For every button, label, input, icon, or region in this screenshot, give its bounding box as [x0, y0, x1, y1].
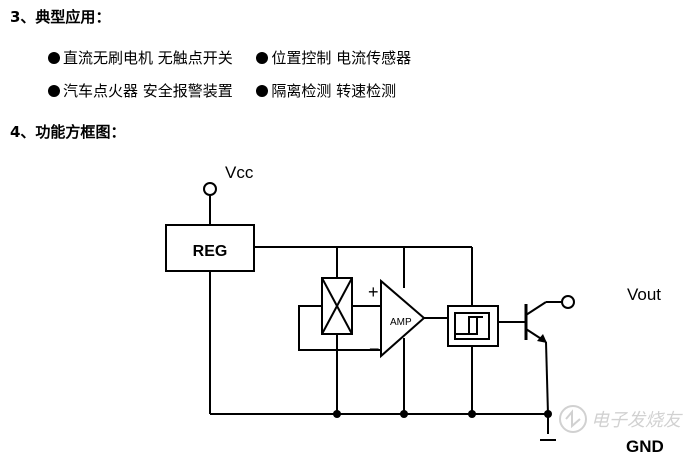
vcc-label: Vcc	[225, 163, 254, 182]
junction-dot	[333, 410, 341, 418]
section3-heading: 3、典型应用：	[10, 8, 111, 26]
gnd-label: GND	[626, 437, 664, 456]
junction-dot	[400, 410, 408, 418]
vout-terminal	[561, 295, 575, 309]
amp-minus-wire	[298, 305, 381, 351]
application-item: 直流无刷电机 无触点开关	[63, 49, 233, 67]
junction-dot	[468, 410, 476, 418]
bullet-icon	[48, 85, 60, 97]
amp-label: AMP	[390, 317, 412, 328]
application-row-1: 直流无刷电机 无触点开关 位置控制 电流传感器	[48, 47, 411, 68]
section4-heading: 4、功能方框图：	[10, 123, 126, 141]
emitter-arrow-icon	[537, 334, 547, 343]
bullet-icon	[48, 52, 60, 64]
application-item: 位置控制 电流传感器	[271, 49, 412, 67]
amp-minus-label: −	[369, 339, 380, 359]
vcc-terminal	[203, 182, 217, 196]
bullet-icon	[256, 85, 269, 97]
emitter-ground-wire	[545, 341, 549, 415]
application-row-2: 汽车点火器 安全报警装置 隔离检测 转速检测	[48, 80, 396, 101]
watermark-icon: 电子发烧友	[559, 405, 683, 433]
reg-label: REG	[193, 243, 228, 260]
transistor-collector	[525, 301, 547, 316]
bullet-icon	[256, 52, 269, 64]
hysteresis-icon	[463, 317, 478, 335]
junction-dot	[544, 410, 552, 418]
application-item: 汽车点火器 安全报警装置	[63, 82, 233, 100]
amp-plus-label: +	[368, 282, 379, 302]
svg-text:电子发烧友: 电子发烧友	[591, 410, 683, 430]
application-item: 隔离检测 转速检测	[271, 82, 397, 100]
watermark-logo: 电子发烧友	[557, 399, 687, 443]
vout-label: Vout	[627, 285, 661, 304]
amplifier-triangle	[380, 278, 426, 359]
hall-element-cross	[321, 277, 353, 335]
